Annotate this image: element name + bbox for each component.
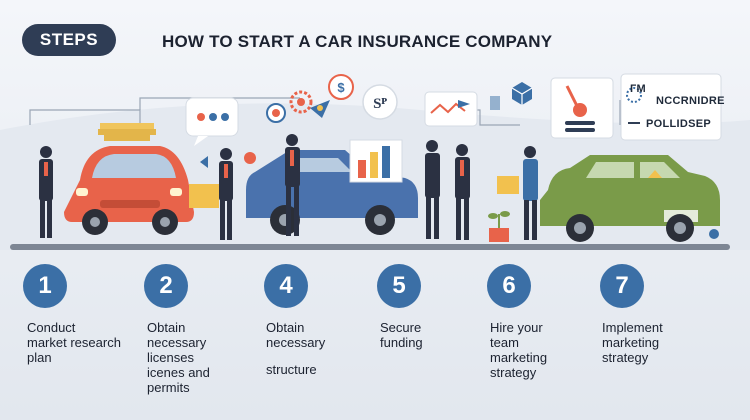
bullseye-icon bbox=[266, 103, 286, 123]
joystick-card bbox=[550, 77, 614, 139]
step-number-5: 5 bbox=[377, 264, 421, 308]
timeline-bar bbox=[10, 244, 730, 250]
card-text-line2: NCCRNIDRE bbox=[656, 95, 725, 107]
sp-badge-label: Sᴾ bbox=[373, 96, 387, 112]
chat-bubble-icon bbox=[185, 97, 239, 146]
page-title: HOW TO START A CAR INSURANCE COMPANY bbox=[162, 32, 553, 51]
step-number-4: 4 bbox=[264, 264, 308, 308]
step-number-6: 6 bbox=[487, 264, 531, 308]
red-car bbox=[64, 123, 194, 235]
browser-window-icon bbox=[424, 91, 500, 127]
people-figures bbox=[39, 134, 538, 240]
rocket-icon bbox=[310, 100, 330, 118]
steps-badge: STEPS bbox=[22, 24, 116, 56]
green-car bbox=[540, 155, 720, 242]
policy-card bbox=[620, 73, 722, 141]
person-accents bbox=[44, 150, 519, 208]
plant-icon bbox=[488, 211, 510, 242]
dollar-coin-icon: $ bbox=[328, 74, 354, 100]
card-text-line3: POLLIDSEP bbox=[646, 118, 712, 130]
step-number-1: 1 bbox=[23, 264, 67, 308]
dollar-coin-label: $ bbox=[337, 80, 345, 95]
sp-badge-icon: Sᴾ bbox=[362, 84, 398, 120]
step-number-7: 7 bbox=[600, 264, 644, 308]
gear-icon bbox=[289, 90, 313, 114]
step-number-2: 2 bbox=[144, 264, 188, 308]
card-text-line1: ГМ bbox=[630, 83, 646, 95]
cube-icon bbox=[511, 82, 533, 105]
bar-chart-sign bbox=[349, 139, 403, 183]
